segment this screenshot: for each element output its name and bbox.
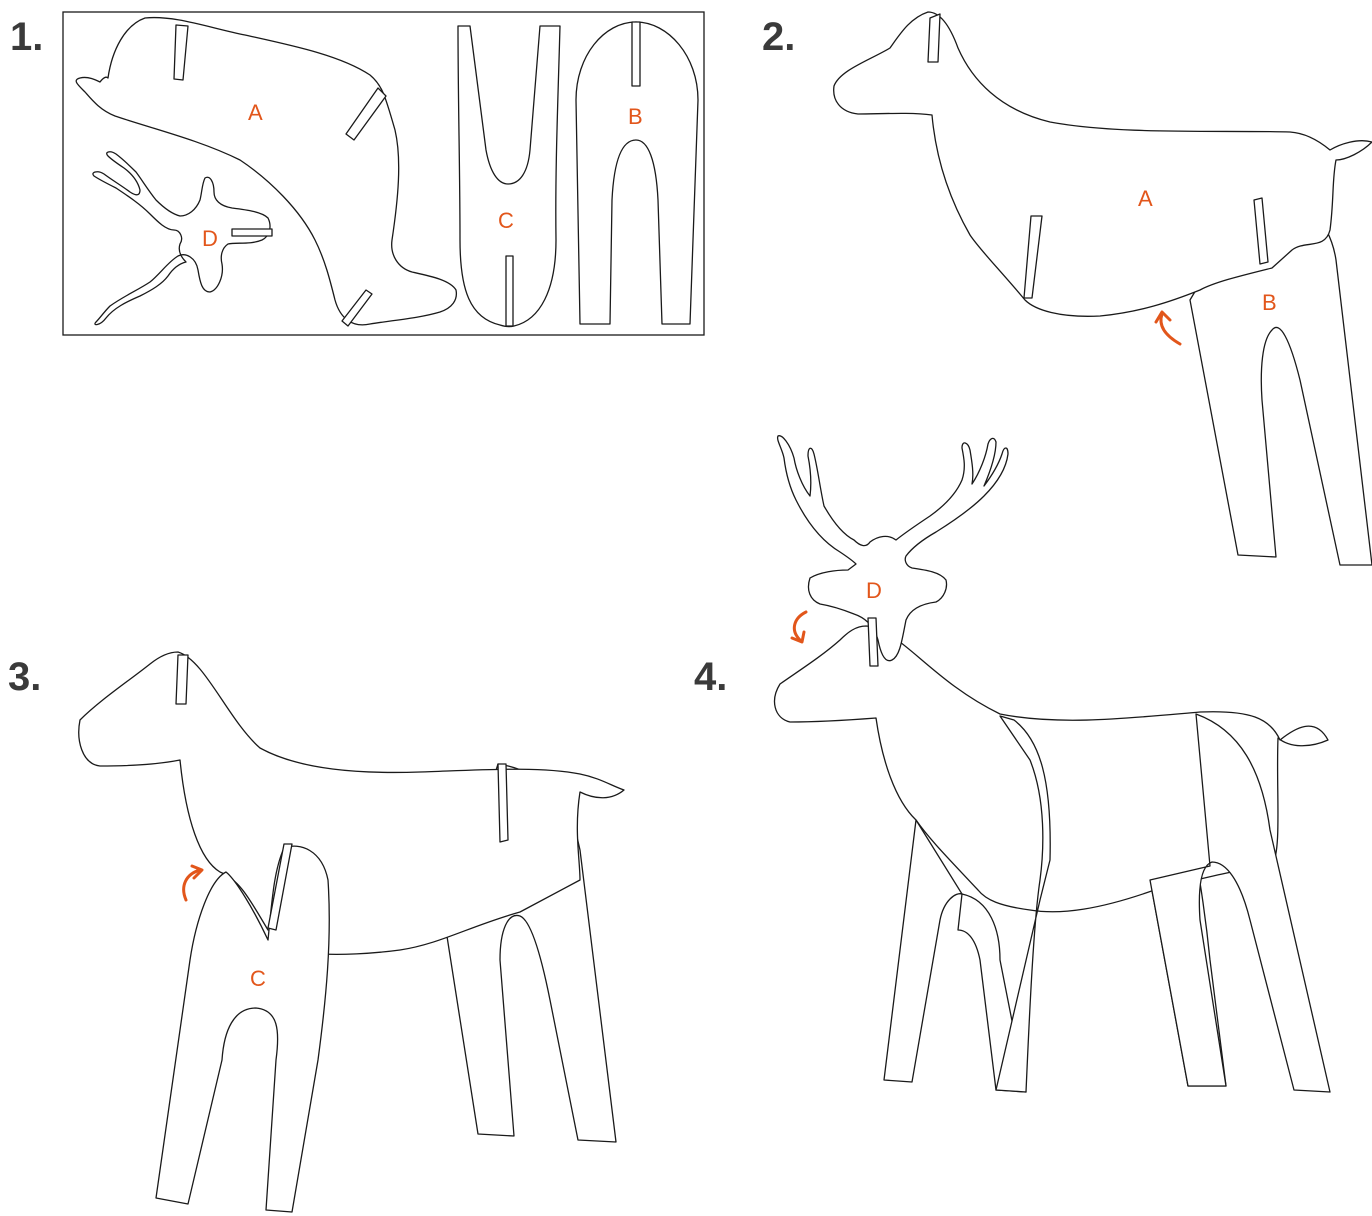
- piece-a-label: A: [248, 100, 263, 125]
- piece-b-slot: [632, 22, 640, 86]
- step-4-antlers: [778, 436, 1008, 661]
- piece-b-label: B: [628, 104, 643, 129]
- step-2-label-b: B: [1262, 290, 1277, 315]
- step-3-hip-slot: [498, 764, 508, 842]
- step-2: 2. B A: [762, 12, 1372, 565]
- step-2-rotate-arrow-head: [1156, 312, 1170, 322]
- step-3-front-legs: [156, 846, 329, 1212]
- step-4-label-d: D: [866, 578, 882, 603]
- step-3-number: 3.: [8, 655, 41, 699]
- step-2-number: 2.: [762, 15, 795, 59]
- step-4-number: 4.: [694, 655, 727, 699]
- step-2-head-slot: [928, 14, 940, 62]
- step-3-label-c: C: [250, 966, 266, 991]
- step-4-antler-slot: [868, 618, 878, 666]
- piece-c-label: C: [498, 208, 514, 233]
- step-3-head-slot: [176, 655, 188, 704]
- step-1: 1. A D C B: [10, 12, 704, 335]
- piece-d-slot: [232, 229, 272, 236]
- step-2-label-a: A: [1138, 186, 1153, 211]
- step-3: 3. C: [8, 652, 624, 1212]
- step-1-number: 1.: [10, 15, 43, 59]
- piece-d-label: D: [202, 226, 218, 251]
- piece-c-slot: [506, 256, 513, 326]
